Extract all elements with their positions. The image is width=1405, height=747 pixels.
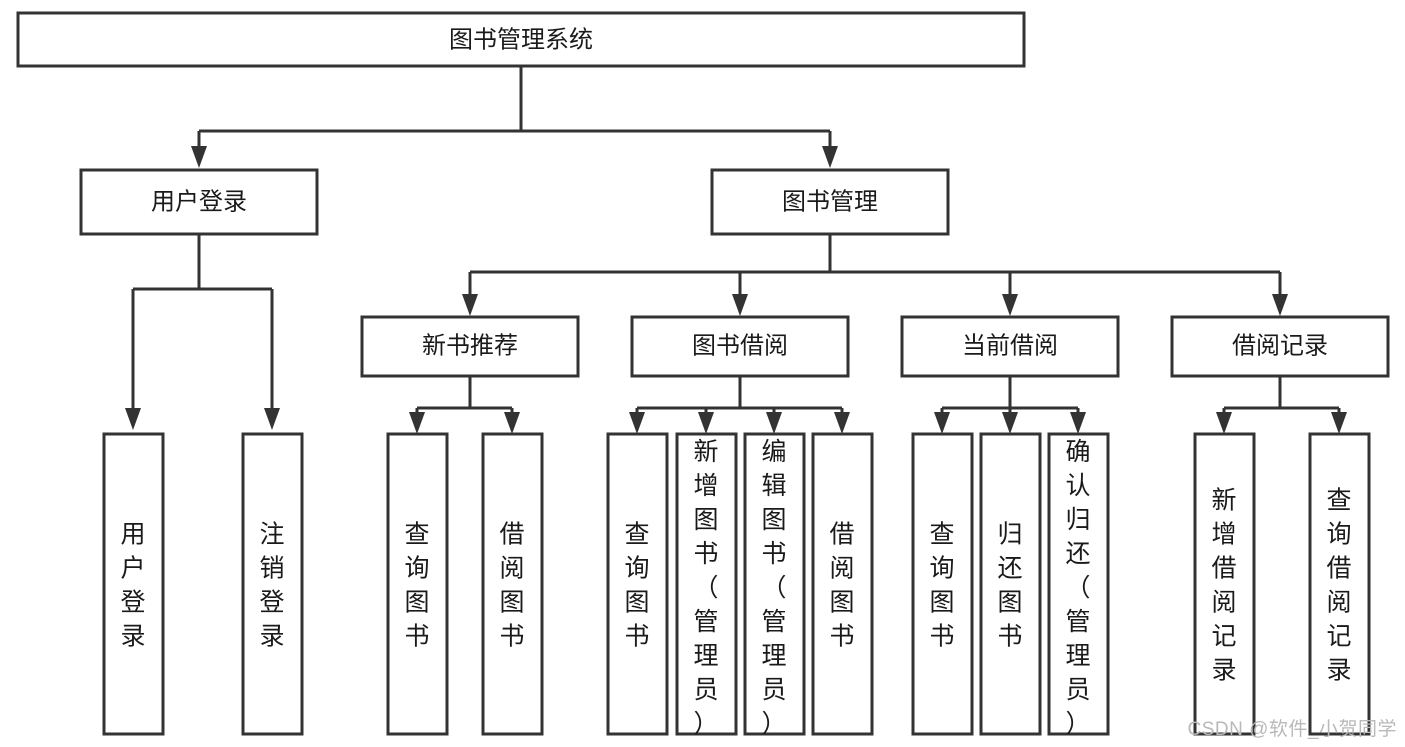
arrowhead-to-new-book-rec (462, 294, 478, 316)
connector-user-login-bus (131, 234, 274, 410)
node-user-login[interactable]: 用户登录 (79, 168, 319, 236)
node-leaf-br-add-label: 新增借阅记录 (1211, 487, 1236, 685)
node-leaf-br-query-label: 查询借阅记录 (1326, 487, 1351, 685)
node-leaf-br-query[interactable]: 查询借阅记录 (1308, 432, 1371, 736)
node-leaf-user-logout-box[interactable] (241, 432, 304, 736)
connector-new-book-rec-bus (415, 376, 514, 414)
arrowhead-to-leaf-nbr-query (409, 412, 425, 434)
node-leaf-bb-add[interactable]: 新增图书（管理员） (675, 432, 738, 738)
arrowhead-to-leaf-br-add (1216, 412, 1232, 434)
arrowhead-to-borrow-record (1272, 294, 1288, 316)
node-leaf-bb-query[interactable]: 查询图书 (606, 432, 669, 736)
node-leaf-br-add-box[interactable] (1193, 432, 1256, 736)
node-leaf-br-query-box[interactable] (1308, 432, 1371, 736)
arrowhead-to-leaf-bb-query (629, 412, 645, 434)
arrowhead-to-leaf-cb-return (1002, 412, 1018, 434)
node-leaf-nbr-borrow-box[interactable] (481, 432, 544, 736)
node-leaf-cb-confirm-box[interactable] (1047, 432, 1110, 736)
connector-book-borrow-bus (635, 376, 844, 414)
node-current-borrow-box[interactable] (900, 315, 1120, 378)
arrowhead-to-leaf-br-query (1331, 412, 1347, 434)
node-leaf-cb-query-label: 查询图书 (929, 521, 954, 651)
node-leaf-user-logout[interactable]: 注销登录 (241, 432, 304, 736)
node-leaf-cb-confirm[interactable]: 确认归还（管理员） (1047, 432, 1110, 738)
node-new-book-rec[interactable]: 新书推荐 (360, 315, 580, 378)
node-current-borrow-label: 当前借阅 (962, 332, 1058, 359)
node-root-box[interactable] (16, 11, 1026, 68)
node-leaf-bb-query-label: 查询图书 (624, 521, 649, 651)
node-leaf-bb-borrow[interactable]: 借阅图书 (811, 432, 874, 736)
node-leaf-bb-borrow-box[interactable] (811, 432, 874, 736)
connector-borrow-record-bus (1222, 376, 1341, 414)
node-book-manage[interactable]: 图书管理 (710, 168, 950, 236)
node-leaf-bb-add-box[interactable] (675, 432, 738, 736)
node-leaf-br-add[interactable]: 新增借阅记录 (1193, 432, 1256, 736)
node-leaf-cb-return-label: 归还图书 (997, 521, 1022, 651)
node-leaf-bb-edit-label: 编辑图书（管理员） (761, 438, 786, 738)
arrowhead-to-leaf-bb-edit (766, 412, 782, 434)
node-leaf-nbr-query[interactable]: 查询图书 (386, 432, 449, 736)
node-book-borrow-label: 图书借阅 (692, 332, 788, 359)
node-leaf-cb-return[interactable]: 归还图书 (979, 432, 1042, 736)
arrowhead-to-leaf-user-logout (264, 408, 280, 430)
node-leaf-user-login[interactable]: 用户登录 (102, 432, 165, 736)
node-borrow-record[interactable]: 借阅记录 (1170, 315, 1390, 378)
connector-book-manage-bus (468, 234, 1282, 297)
node-leaf-cb-query-box[interactable] (911, 432, 974, 736)
arrowhead-to-current-borrow (1002, 294, 1018, 316)
node-leaf-cb-return-box[interactable] (979, 432, 1042, 736)
node-leaf-nbr-borrow[interactable]: 借阅图书 (481, 432, 544, 736)
arrowhead-to-leaf-user-login (125, 408, 141, 430)
node-current-borrow[interactable]: 当前借阅 (900, 315, 1120, 378)
node-book-borrow-box[interactable] (630, 315, 850, 378)
node-leaf-nbr-query-label: 查询图书 (404, 521, 429, 651)
node-leaf-bb-add-label: 新增图书（管理员） (693, 438, 718, 738)
node-root[interactable]: 图书管理系统 (16, 11, 1026, 68)
node-leaf-nbr-borrow-label: 借阅图书 (499, 521, 524, 651)
arrowhead-to-user-login (191, 146, 207, 168)
node-root-label: 图书管理系统 (449, 26, 593, 53)
arrowhead-to-book-borrow (732, 294, 748, 316)
node-borrow-record-label: 借阅记录 (1232, 332, 1328, 359)
arrowhead-to-leaf-cb-query (934, 412, 950, 434)
arrowhead-to-book-manage (822, 146, 838, 168)
node-leaf-user-login-box[interactable] (102, 432, 165, 736)
connectors-layer (125, 67, 1347, 434)
node-new-book-rec-label: 新书推荐 (422, 332, 518, 359)
node-book-manage-label: 图书管理 (782, 188, 878, 215)
arrowhead-to-leaf-cb-confirm (1070, 412, 1086, 434)
arrowhead-to-leaf-nbr-borrow (504, 412, 520, 434)
node-leaf-user-login-label: 用户登录 (120, 521, 145, 651)
node-book-borrow[interactable]: 图书借阅 (630, 315, 850, 378)
node-user-login-label: 用户登录 (151, 188, 247, 215)
arrowhead-to-leaf-bb-borrow (834, 412, 850, 434)
node-leaf-bb-edit-box[interactable] (743, 432, 806, 736)
node-leaf-bb-query-box[interactable] (606, 432, 669, 736)
node-book-manage-box[interactable] (710, 168, 950, 236)
node-leaf-bb-borrow-label: 借阅图书 (829, 521, 854, 651)
node-borrow-record-box[interactable] (1170, 315, 1390, 378)
node-user-login-box[interactable] (79, 168, 319, 236)
node-leaf-cb-query[interactable]: 查询图书 (911, 432, 974, 736)
connector-current-borrow-bus (940, 376, 1080, 414)
node-leaf-nbr-query-box[interactable] (386, 432, 449, 736)
connector-root-bus (197, 67, 832, 150)
node-leaf-bb-edit[interactable]: 编辑图书（管理员） (743, 432, 806, 738)
arrowhead-to-leaf-bb-add (698, 412, 714, 434)
node-leaf-cb-confirm-label: 确认归还（管理员） (1065, 438, 1090, 738)
node-leaf-user-logout-label: 注销登录 (259, 521, 284, 651)
node-new-book-rec-box[interactable] (360, 315, 580, 378)
